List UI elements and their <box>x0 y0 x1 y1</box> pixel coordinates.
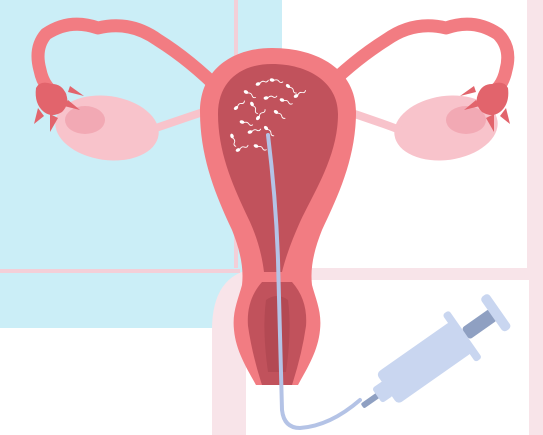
left-ovary-shade <box>65 106 105 134</box>
right-fallopian-tube <box>322 24 508 96</box>
right-ovary-shade <box>446 106 486 134</box>
cervix-shade <box>264 296 289 372</box>
